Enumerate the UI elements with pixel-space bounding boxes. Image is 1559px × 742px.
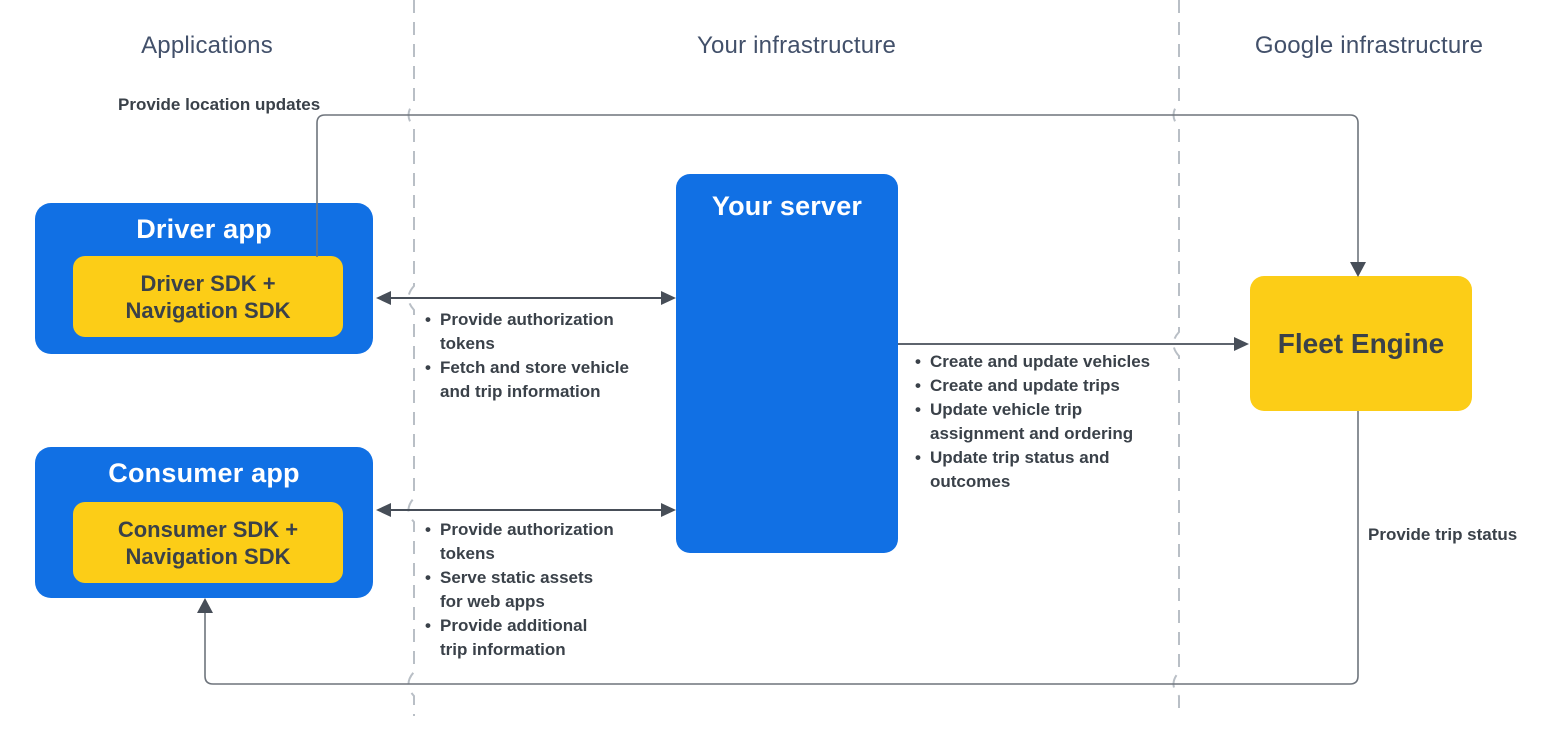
arrowhead-into-driver-app <box>376 291 391 305</box>
node-consumer-app: Consumer app Consumer SDK + Navigation S… <box>35 447 373 598</box>
list-item: • Create and update trips <box>915 374 1175 398</box>
node-your-server: Your server <box>676 174 898 553</box>
consumer-app-title: Consumer app <box>108 458 300 488</box>
arrowhead-into-fleet-engine-top <box>1350 262 1366 277</box>
list-item: • Provide authorization tokens <box>425 520 614 563</box>
arrowhead-into-fleet-engine-left <box>1234 337 1249 351</box>
list-item: • Provide authorization tokens <box>425 310 614 353</box>
fleet-engine-label: Fleet Engine <box>1277 327 1445 359</box>
bullet-icon: • <box>915 448 921 467</box>
node-consumer-sdk: Consumer SDK + Navigation SDK <box>73 502 343 583</box>
bullet-icon: • <box>425 616 431 635</box>
list-driver-server: • Provide authorization tokens • Fetch a… <box>425 308 655 404</box>
list-item: • Update vehicle trip assignment and ord… <box>915 400 1134 443</box>
column-header-google-infrastructure: Google infrastructure <box>1254 32 1484 59</box>
bullet-icon: • <box>425 310 431 329</box>
column-header-applications: Applications <box>141 32 273 59</box>
arrowhead-into-your-server-lower <box>661 503 676 517</box>
list-consumer-server: • Provide authorization tokens • Serve s… <box>425 518 655 662</box>
your-server-title: Your server <box>711 191 863 221</box>
list-item: • Provide additional trip information <box>425 616 588 659</box>
driver-sdk-label: Driver SDK + Navigation SDK <box>125 270 291 323</box>
list-item: • Update trip status and outcomes <box>915 448 1110 491</box>
driver-app-title: Driver app <box>136 214 272 244</box>
bullet-icon: • <box>425 568 431 587</box>
divider-applications-your-infrastructure <box>407 0 415 716</box>
node-driver-app: Driver app Driver SDK + Navigation SDK <box>35 203 373 354</box>
bullet-icon: • <box>425 520 431 539</box>
bullet-icon: • <box>915 376 921 395</box>
list-item: • Create and update vehicles <box>915 350 1175 374</box>
arrowhead-into-consumer-app-bottom <box>197 598 213 613</box>
column-header-your-infrastructure: Your infrastructure <box>696 32 896 59</box>
arrowhead-into-consumer-app <box>376 503 391 517</box>
bullet-icon: • <box>915 400 921 419</box>
arrowhead-into-your-server-upper <box>661 291 676 305</box>
list-item: • Serve static assets for web apps <box>425 568 594 611</box>
bullet-icon: • <box>425 358 431 377</box>
bullet-icon: • <box>915 352 921 371</box>
list-item: • Fetch and store vehicle and trip infor… <box>425 358 629 401</box>
node-fleet-engine: Fleet Engine <box>1250 276 1472 411</box>
list-server-fleet: • Create and update vehicles • Create an… <box>915 350 1175 494</box>
label-provide-location-updates: Provide location updates <box>118 95 321 114</box>
node-driver-sdk: Driver SDK + Navigation SDK <box>73 256 343 337</box>
label-provide-trip-status: Provide trip status <box>1368 525 1518 544</box>
consumer-sdk-label: Consumer SDK + Navigation SDK <box>117 516 299 569</box>
